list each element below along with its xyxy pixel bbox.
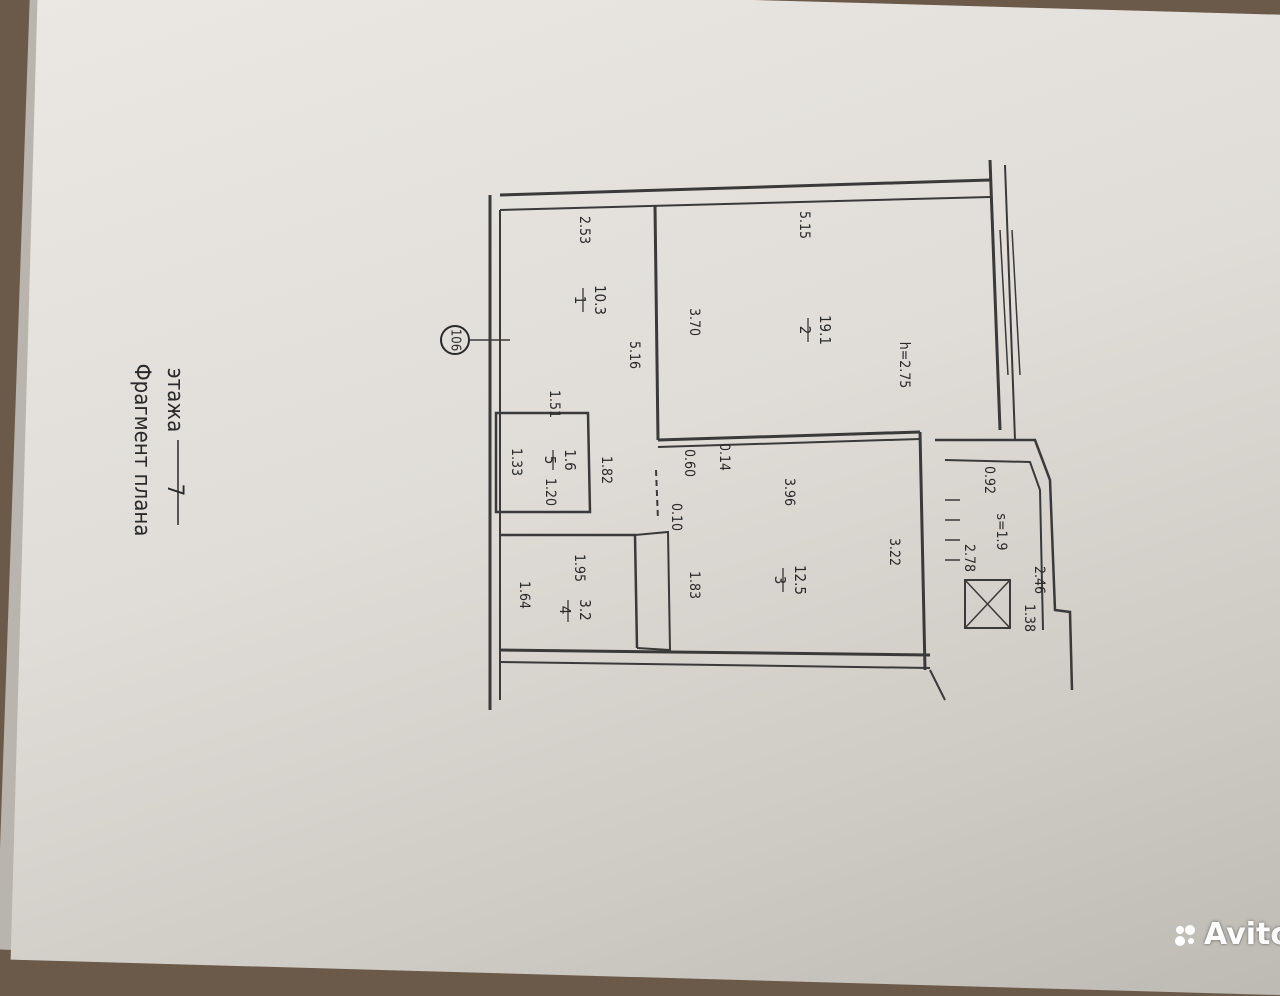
room-1-id: 1 [571, 296, 589, 305]
dim-balcony-area: s=1.9 [993, 513, 1009, 550]
dim-room4-length: 1.95 [571, 554, 587, 582]
room-2-area: 19.1 [816, 315, 834, 345]
fraction-bars [552, 288, 809, 622]
avito-watermark-text: Avito [1204, 917, 1280, 952]
dim-balcony-length: 2.78 [961, 544, 977, 572]
dim-room1-width: 5.16 [626, 341, 642, 369]
dim-balcony-depth: 2.46 [1031, 566, 1047, 594]
room-5-id: 5 [541, 456, 559, 465]
dim-hall-width: 1.82 [598, 456, 614, 484]
dim-balcony-end: 1.38 [1021, 604, 1037, 632]
room-3-area: 12.5 [791, 565, 809, 595]
plan-title-floor: 7 [162, 484, 187, 497]
avito-logo-icon [1175, 924, 1195, 946]
dim-kitchen-corridor: 1.83 [686, 571, 702, 599]
dim-ceiling-height: h=2.75 [896, 342, 912, 389]
room-5-area: 1.6 [561, 449, 579, 470]
axis-marker-label: 106 [448, 329, 463, 351]
room-1-area: 10.3 [591, 285, 609, 315]
dim-room1-length: 2.53 [576, 216, 592, 244]
room-3-id: 3 [771, 576, 789, 585]
floor-plan-drawing: 106 Фрагмент плана 7 этажа 1 10.3 2 19.1… [129, 159, 1074, 710]
dim-room5-depth: 1.20 [542, 478, 558, 506]
dim-balcony-width: 0.92 [981, 466, 997, 494]
dim-room5-length: 1.51 [546, 390, 562, 418]
dim-room2-length: 5.15 [796, 211, 812, 239]
dim-wall-offset-1: 0.60 [681, 449, 697, 477]
plan-title-line2: этажа [162, 368, 187, 432]
dim-wall-offset-2: 0.14 [716, 443, 732, 471]
room-4-id: 4 [556, 606, 574, 615]
axis-marker-circle [440, 325, 470, 355]
room-4-area: 3.2 [576, 599, 594, 620]
room-2-id: 2 [796, 326, 814, 335]
dim-room4-width: 1.64 [516, 581, 532, 609]
dim-room5-width: 1.33 [508, 448, 524, 476]
plan-title: Фрагмент плана [129, 364, 154, 537]
dim-room2-width: 3.70 [686, 308, 702, 336]
dim-kitchen-length: 3.96 [781, 478, 797, 506]
avito-watermark: Avito [1172, 917, 1280, 952]
dim-kitchen-width: 3.22 [886, 538, 902, 566]
dim-door-gap: 0.10 [668, 503, 684, 531]
plan-title-line1: Фрагмент плана [129, 364, 154, 537]
plan-walls [470, 159, 1074, 710]
